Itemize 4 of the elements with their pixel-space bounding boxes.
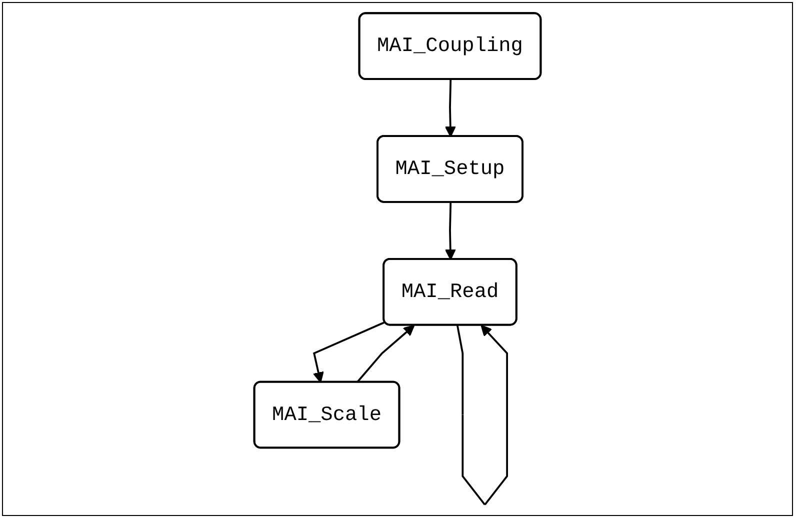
arrow (312, 321, 386, 383)
arrow (356, 324, 415, 384)
arrow (444, 202, 456, 260)
arrow (444, 80, 456, 138)
